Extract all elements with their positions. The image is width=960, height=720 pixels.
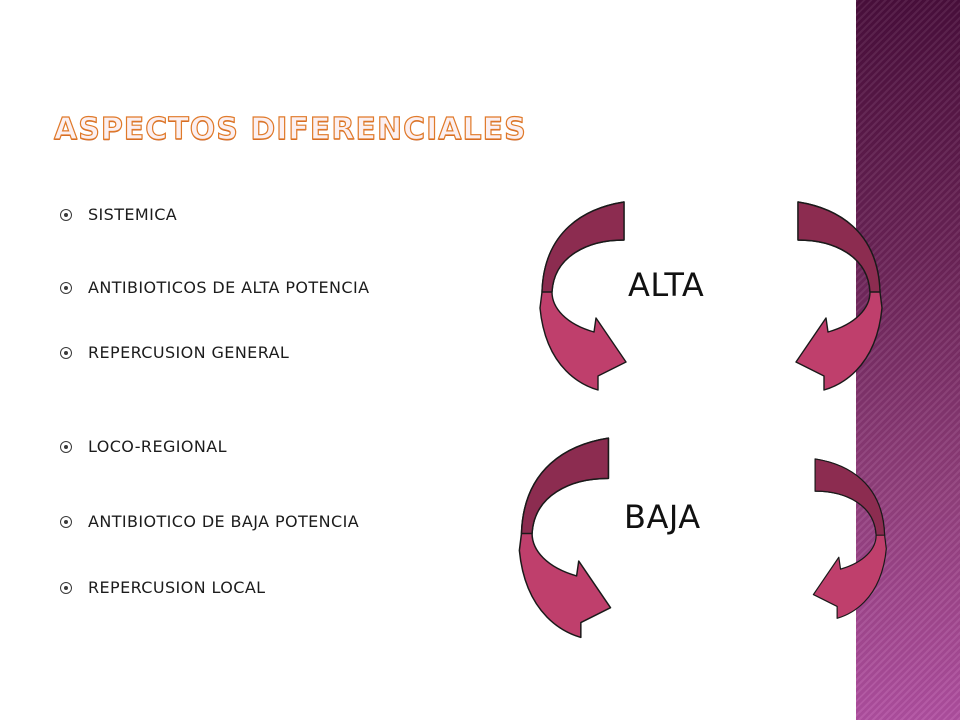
curved-arrow-icon bbox=[539, 201, 627, 391]
list-item: LOCO-REGIONAL bbox=[60, 437, 227, 456]
level-label-high: ALTA bbox=[628, 266, 705, 304]
bullet-list: SISTEMICA ANTIBIOTICOS DE ALTA POTENCIA … bbox=[60, 0, 530, 720]
list-item: ANTIBIOTICO DE BAJA POTENCIA bbox=[60, 512, 359, 531]
bullet-icon bbox=[60, 346, 72, 359]
level-label-low: BAJA bbox=[624, 498, 701, 536]
curved-arrow-icon bbox=[812, 458, 887, 619]
list-item-text: ANTIBIOTICOS DE ALTA POTENCIA bbox=[88, 278, 370, 297]
bullet-icon bbox=[60, 515, 72, 528]
bullet-icon bbox=[60, 440, 72, 453]
bullet-icon bbox=[60, 581, 72, 594]
list-item: REPERCUSION LOCAL bbox=[60, 578, 265, 597]
list-item-text: REPERCUSION GENERAL bbox=[88, 343, 290, 362]
side-decoration-band bbox=[856, 0, 960, 720]
bullet-icon bbox=[60, 281, 72, 294]
list-item: SISTEMICA bbox=[60, 205, 177, 224]
bullet-icon bbox=[60, 208, 72, 221]
list-item: REPERCUSION GENERAL bbox=[60, 343, 289, 362]
list-item-text: LOCO-REGIONAL bbox=[88, 437, 227, 456]
list-item-text: SISTEMICA bbox=[88, 205, 178, 224]
list-item: ANTIBIOTICOS DE ALTA POTENCIA bbox=[60, 278, 369, 297]
slide-title: ASPECTOS DIFERENCIALES bbox=[53, 111, 527, 147]
curved-arrow-icon bbox=[795, 201, 883, 391]
list-item-text: ANTIBIOTICO DE BAJA POTENCIA bbox=[88, 512, 360, 531]
curved-arrow-icon bbox=[518, 437, 612, 639]
list-item-text: REPERCUSION LOCAL bbox=[88, 578, 266, 597]
